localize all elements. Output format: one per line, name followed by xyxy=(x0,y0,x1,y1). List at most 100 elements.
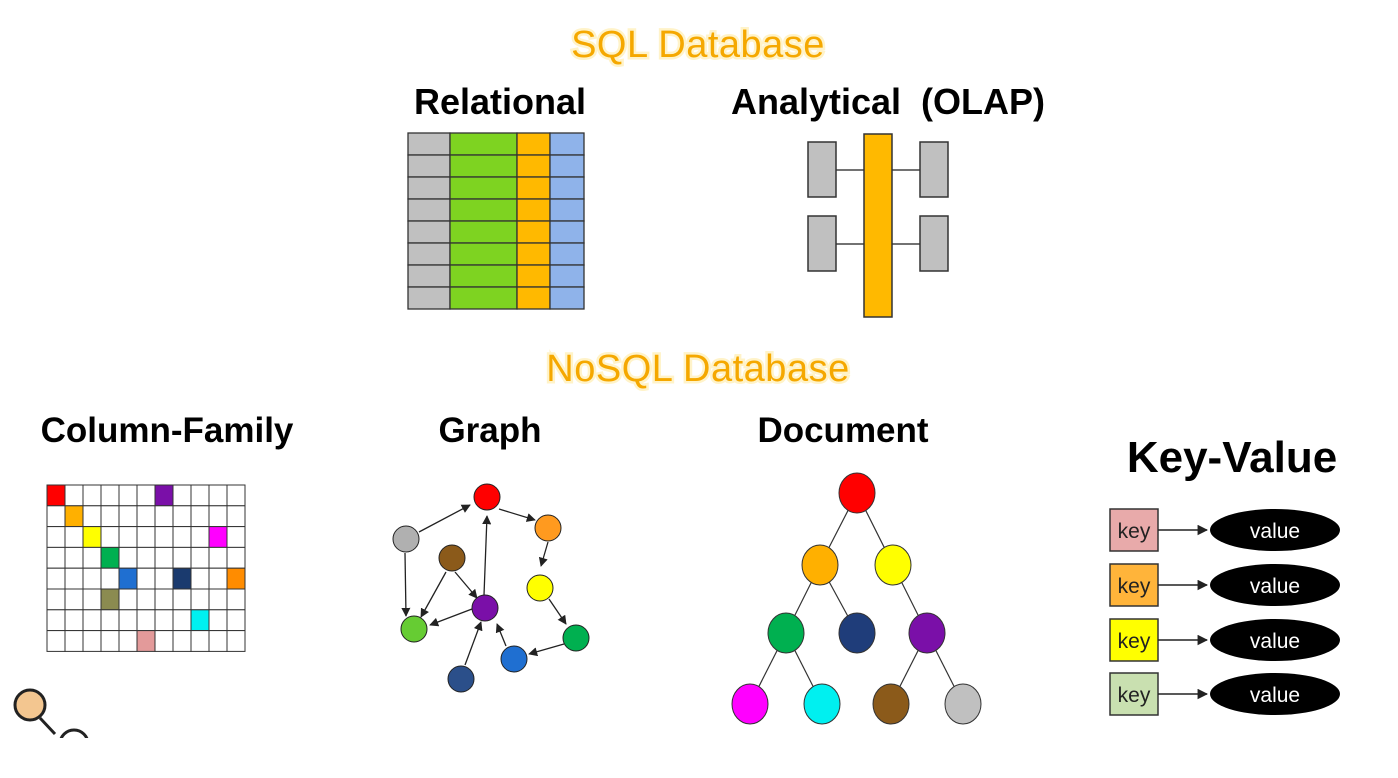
graph-node-red xyxy=(473,483,501,511)
column-family-cell xyxy=(190,588,210,611)
value-ellipse xyxy=(1210,673,1340,715)
graph-edge xyxy=(498,508,536,522)
document-node-l2-a xyxy=(767,612,805,654)
column-family-cell xyxy=(118,505,138,528)
document-node-l3-b xyxy=(803,683,841,725)
relational-cell xyxy=(407,264,451,288)
column-family-filled-cell xyxy=(190,609,210,632)
graph-node-brown xyxy=(438,544,466,572)
column-family-cell xyxy=(82,567,102,590)
relational-cell xyxy=(449,220,518,244)
relational-cell xyxy=(516,264,551,288)
graph-edge xyxy=(464,621,483,666)
document-node-root xyxy=(838,472,876,514)
column-family-cell xyxy=(118,546,138,569)
column-family-filled-cell xyxy=(46,484,66,507)
relational-cell xyxy=(449,242,518,266)
column-family-cell xyxy=(208,546,228,569)
relational-cell xyxy=(407,242,451,266)
column-family-cell xyxy=(64,526,84,548)
olap-dimension-box xyxy=(919,141,949,198)
document-edges xyxy=(749,492,964,705)
relational-cell xyxy=(549,286,585,310)
column-family-cell xyxy=(172,609,192,632)
olap-dimension-box xyxy=(807,215,837,272)
column-family-cell xyxy=(172,505,192,528)
graph-nodes xyxy=(392,483,590,693)
value-ellipse xyxy=(1210,619,1340,661)
column-family-cell xyxy=(46,588,66,611)
graph-node-gray xyxy=(392,525,420,553)
document-nodes xyxy=(731,472,982,725)
column-family-cell xyxy=(136,609,156,632)
column-family-cell xyxy=(82,505,102,528)
graph-edge xyxy=(454,571,478,599)
graph-edge xyxy=(482,515,492,596)
value-label: value xyxy=(1250,630,1300,653)
column-family-cell xyxy=(190,526,210,548)
document-node-l2-c xyxy=(908,612,946,654)
column-family-cell xyxy=(190,630,210,652)
column-family-cell xyxy=(118,630,138,652)
column-family-cell xyxy=(64,567,84,590)
column-family-cell xyxy=(136,588,156,611)
graph-edge xyxy=(538,541,549,567)
cropped-edge xyxy=(38,716,57,736)
column-family-cell xyxy=(100,526,120,548)
relational-cell xyxy=(449,264,518,288)
relational-cell xyxy=(449,198,518,222)
column-family-filled-cell xyxy=(136,630,156,652)
column-family-cell xyxy=(154,588,174,611)
relational-cell xyxy=(549,132,585,156)
graph-heading: Graph xyxy=(438,411,541,450)
column-family-cell xyxy=(154,609,174,632)
relational-table xyxy=(407,132,585,310)
document-node-l3-d xyxy=(944,683,982,725)
relational-cell xyxy=(407,286,451,310)
column-family-cell xyxy=(208,484,228,507)
cropped-node xyxy=(13,688,47,722)
relational-cell xyxy=(549,176,585,200)
graph-edge xyxy=(418,504,471,533)
graph-edge xyxy=(420,571,447,618)
column-family-cell xyxy=(100,567,120,590)
column-family-cell xyxy=(190,567,210,590)
column-family-cell xyxy=(64,609,84,632)
relational-cell xyxy=(549,220,585,244)
column-family-cell xyxy=(100,505,120,528)
graph-edge xyxy=(528,643,565,657)
column-family-filled-cell xyxy=(226,567,246,590)
olap-star-schema xyxy=(807,133,949,318)
graph-edge xyxy=(401,552,411,617)
graph-node-green-right xyxy=(562,624,590,652)
relational-cell xyxy=(449,132,518,156)
relational-cell xyxy=(549,264,585,288)
column-family-filled-cell xyxy=(118,567,138,590)
column-family-cell xyxy=(136,546,156,569)
relational-cell xyxy=(516,220,551,244)
analytical-heading: Analytical (OLAP) xyxy=(731,81,1045,122)
column-family-cell xyxy=(208,567,228,590)
column-family-grid xyxy=(46,484,246,652)
relational-cell xyxy=(516,154,551,178)
column-family-cell xyxy=(172,546,192,569)
column-family-cell xyxy=(64,588,84,611)
graph-node-blue xyxy=(500,645,528,673)
graph-node-green-left xyxy=(400,615,428,643)
relational-cell xyxy=(407,132,451,156)
column-family-filled-cell xyxy=(100,588,120,611)
relational-cell xyxy=(516,198,551,222)
column-family-cell xyxy=(118,526,138,548)
column-family-cell xyxy=(118,588,138,611)
graph-node-navy xyxy=(447,665,475,693)
relational-cell xyxy=(449,286,518,310)
column-family-cell xyxy=(118,609,138,632)
column-family-cell xyxy=(172,588,192,611)
column-family-cell xyxy=(172,630,192,652)
column-family-cell xyxy=(190,546,210,569)
key-box xyxy=(1109,618,1159,662)
relational-cell xyxy=(407,220,451,244)
